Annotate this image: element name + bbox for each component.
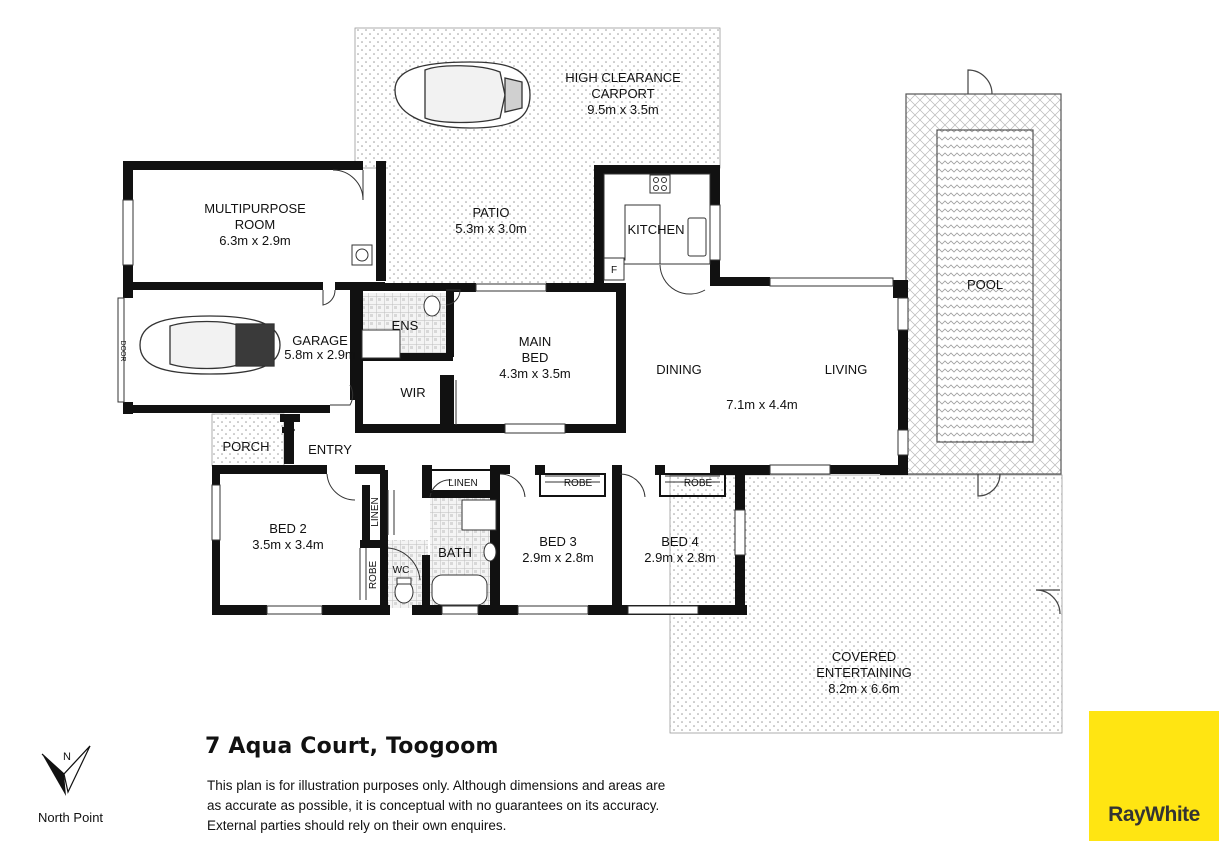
porch-name: PORCH	[223, 439, 270, 454]
kitchen-name: KITCHEN	[627, 222, 684, 237]
property-address: 7 Aqua Court, Toogoom	[205, 734, 499, 759]
bed3-size: 2.9m x 2.8m	[522, 550, 594, 565]
brand-name: RayWhite	[1108, 803, 1200, 826]
dining-name: DINING	[656, 362, 702, 377]
car-garage	[139, 315, 281, 375]
kitchen-sink	[687, 217, 707, 257]
garage-size: 5.8m x 2.9m	[284, 347, 356, 362]
windows	[122, 199, 909, 615]
ens-shower	[361, 329, 401, 359]
main-bed-name-1: MAIN	[519, 334, 552, 349]
garage-door-label: DOOR	[119, 341, 126, 362]
bath-shower	[461, 499, 497, 531]
carport-size: 9.5m x 3.5m	[587, 102, 659, 117]
bed2-name: BED 2	[269, 521, 307, 536]
cooktop	[649, 174, 671, 194]
bathtub	[431, 574, 488, 606]
entry-name: ENTRY	[308, 442, 352, 457]
carport-name-2: CARPORT	[591, 86, 654, 101]
door-swings	[322, 169, 706, 581]
top-linen: LINEN	[448, 478, 477, 489]
bed2-size: 3.5m x 3.4m	[252, 537, 324, 552]
hall-linen: LINEN	[370, 497, 381, 526]
wc-name: WC	[393, 565, 410, 576]
multipurpose-size: 6.3m x 2.9m	[219, 233, 291, 248]
living-size: 7.1m x 4.4m	[726, 397, 798, 412]
bed4-robe: ROBE	[684, 478, 713, 489]
bed3-robe: ROBE	[564, 478, 593, 489]
disclaimer-line-3: External parties should rely on their ow…	[207, 818, 507, 833]
north-point-icon: N	[38, 740, 94, 801]
disclaimer-line-2: as accurate as possible, it is conceptua…	[207, 798, 660, 813]
disclaimer: This plan is for illustration purposes o…	[207, 776, 767, 836]
fridge	[603, 257, 625, 281]
patio-size: 5.3m x 3.0m	[455, 221, 527, 236]
disclaimer-line-1: This plan is for illustration purposes o…	[207, 778, 666, 793]
pool-name: POOL	[967, 277, 1003, 292]
entertaining-door	[1035, 589, 1061, 615]
multipurpose-name-1: MULTIPURPOSE	[204, 201, 306, 216]
closets	[424, 469, 726, 497]
fixtures	[351, 173, 711, 606]
room-labels: HIGH CLEARANCE CARPORT 9.5m x 3.5m MULTI…	[119, 70, 1003, 696]
main-bed-name-2: BED	[522, 350, 549, 365]
living-name: LIVING	[825, 362, 868, 377]
pool	[936, 129, 1034, 443]
north-point-label: North Point	[38, 810, 104, 825]
patio-name: PATIO	[472, 205, 509, 220]
brand-logo: RayWhite	[1089, 711, 1219, 841]
carport-name-1: HIGH CLEARANCE	[565, 70, 681, 85]
garage-door	[117, 297, 125, 403]
covered-name-2: ENTERTAINING	[816, 665, 912, 680]
garage-name: GARAGE	[292, 333, 348, 348]
bed3-name: BED 3	[539, 534, 577, 549]
porch-area	[211, 413, 285, 467]
covered-name-1: COVERED	[832, 649, 896, 664]
sliding-doors	[359, 380, 720, 600]
pool-gate	[967, 69, 993, 95]
walls	[123, 161, 908, 615]
pool-gate-lower	[977, 473, 1001, 497]
patio-area	[388, 165, 598, 283]
bed2-robe: ROBE	[368, 561, 379, 590]
bath-name: BATH	[438, 545, 472, 560]
north-letter: N	[63, 751, 71, 763]
bed4-size: 2.9m x 2.8m	[644, 550, 716, 565]
bath-basin	[483, 542, 497, 562]
main-bed-size: 4.3m x 3.5m	[499, 366, 571, 381]
fridge-label: F	[611, 265, 617, 276]
covered-size: 8.2m x 6.6m	[828, 681, 900, 696]
ens-toilet	[423, 295, 441, 317]
wir-name: WIR	[400, 385, 425, 400]
bed4-name: BED 4	[661, 534, 699, 549]
multipurpose-name-2: ROOM	[235, 217, 275, 232]
car-carport	[394, 61, 531, 129]
ens-name: ENS	[392, 318, 419, 333]
entry-arrow-icon	[282, 422, 295, 438]
